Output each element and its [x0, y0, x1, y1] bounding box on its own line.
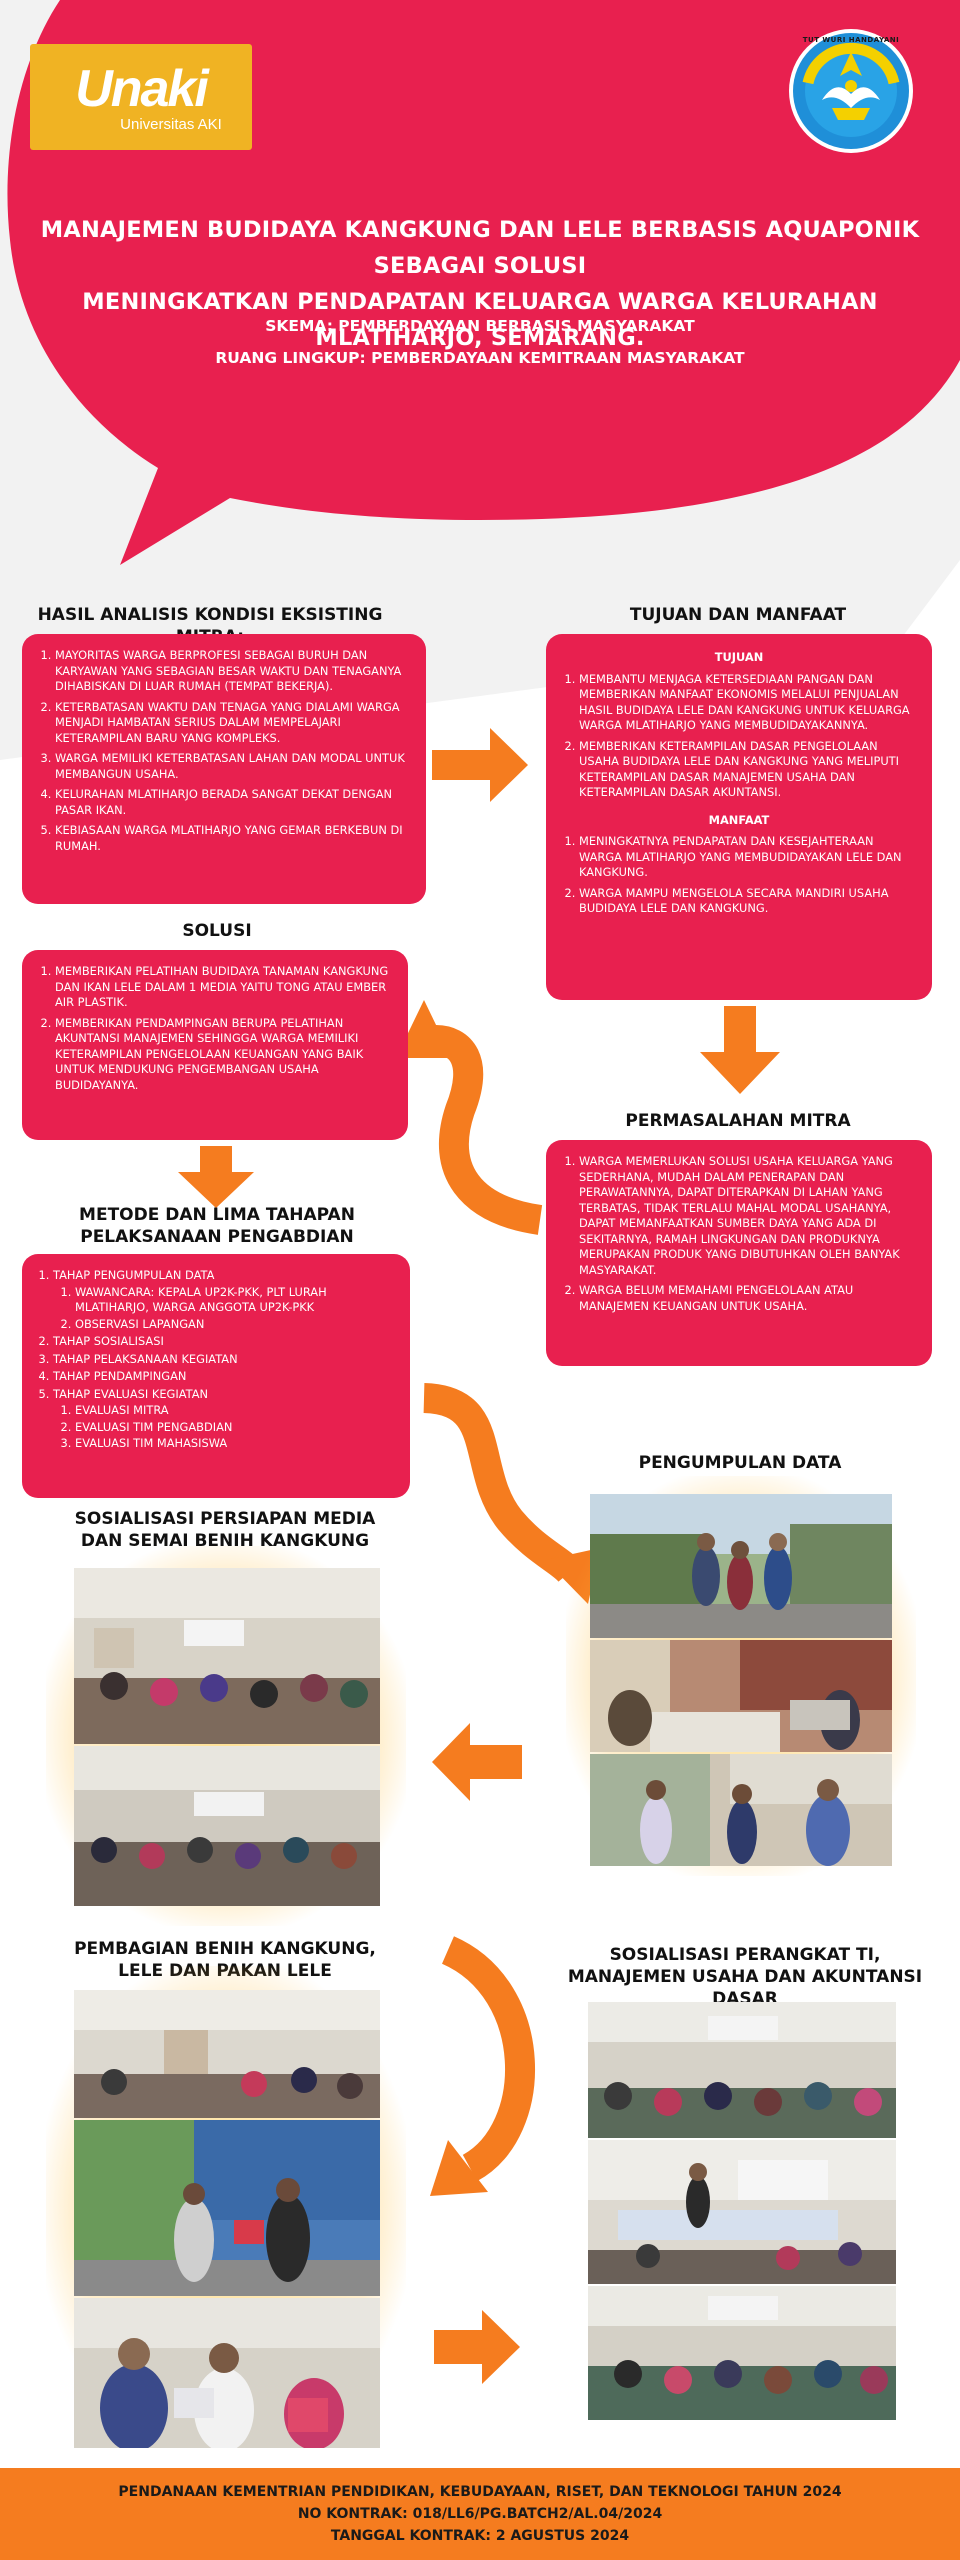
list-item: MEMBERIKAN KETERAMPILAN DASAR PENGELOLAA…	[579, 739, 916, 801]
solusi-heading: SOLUSI	[182, 921, 252, 941]
arrow-right-icon	[434, 2310, 520, 2384]
footer-contract-date: TANGGAL KONTRAK: 2 AGUSTUS 2024	[330, 2528, 630, 2544]
perangkat-photo-1	[588, 2002, 896, 2138]
metode-card: TAHAP PENGUMPULAN DATA WAWANCARA: KEPALA…	[22, 1254, 410, 1498]
list-item: WARGA MEMILIKI KETERBATASAN LAHAN DAN MO…	[55, 751, 410, 782]
perangkat-photo-3	[588, 2286, 896, 2420]
metode-steps: TAHAP PENGUMPULAN DATA WAWANCARA: KEPALA…	[38, 1268, 394, 1452]
arrow-left-icon	[432, 1723, 522, 1801]
metode-heading: METODE DAN LIMA TAHAPAN PELAKSANAAN PENG…	[20, 1204, 414, 1248]
sub-step-item: WAWANCARA: KEPALA UP2K-PKK, PLT LURAH ML…	[75, 1285, 394, 1316]
step-item: TAHAP PELAKSANAAN KEGIATAN	[53, 1352, 394, 1368]
list-item: MEMBERIKAN PENDAMPINGAN BERUPA PELATIHAN…	[55, 1016, 392, 1094]
pembagian-heading-line-1: PEMBAGIAN BENIH KANGKUNG,	[74, 1939, 376, 1959]
list-item: MAYORITAS WARGA BERPROFESI SEBAGAI BURUH…	[55, 648, 410, 695]
emblem-motto: TUT WURI HANDAYANI	[802, 36, 900, 44]
perangkat-heading-line-1: SOSIALISASI PERANGKAT TI,	[609, 1945, 881, 1965]
arrow-down-icon	[700, 1006, 780, 1094]
step-item: TAHAP SOSIALISASI	[53, 1334, 394, 1350]
funding-footer: PENDANAAN KEMENTRIAN PENDIDIKAN, KEBUDAY…	[0, 2468, 960, 2560]
curved-arrow-icon	[441, 1936, 535, 2182]
scheme-label: SKEMA: PEMBERDAYAAN BERBASIS MASYARAKAT	[265, 317, 695, 335]
permasalahan-heading: PERMASALAHAN MITRA	[625, 1111, 851, 1131]
pengumpulan-photo-2	[590, 1640, 892, 1752]
pembagian-photo-3	[74, 2298, 380, 2448]
scheme-info: SKEMA: PEMBERDAYAAN BERBASIS MASYARAKAT …	[80, 310, 880, 374]
step-label: TAHAP EVALUASI KEGIATAN	[53, 1386, 209, 1401]
manfaat-list: MENINGKATNYA PENDAPATAN DAN KESEJAHTERAA…	[562, 834, 916, 917]
title-line-1: MANAJEMEN BUDIDAYA KANGKUNG DAN LELE BER…	[40, 217, 920, 279]
title-line-2: MENINGKATKAN PENDAPATAN KELUARGA WARGA K…	[82, 289, 878, 351]
curved-arrow-icon	[422, 1383, 582, 1583]
list-item: KETERBATASAN WAKTU DAN TENAGA YANG DIALA…	[55, 700, 410, 747]
sosialisasi-photo-2	[74, 1746, 380, 1906]
permasalahan-card: WARGA MEMERLUKAN SOLUSI USAHA KELUARGA Y…	[546, 1140, 932, 1366]
metode-heading-line-1: METODE DAN LIMA TAHAPAN	[79, 1205, 355, 1225]
manfaat-subheading: MANFAAT	[708, 812, 770, 827]
unaki-logo: Unaki Universitas AKI	[30, 44, 252, 150]
solusi-card: MEMBERIKAN PELATIHAN BUDIDAYA TANAMAN KA…	[22, 950, 408, 1140]
perangkat-heading: SOSIALISASI PERANGKAT TI, MANAJEMEN USAH…	[540, 1944, 950, 2010]
solusi-list: MEMBERIKAN PELATIHAN BUDIDAYA TANAMAN KA…	[38, 964, 392, 1093]
footer-funding: PENDANAAN KEMENTRIAN PENDIDIKAN, KEBUDAY…	[118, 2484, 842, 2500]
step-item: TAHAP PENGUMPULAN DATA WAWANCARA: KEPALA…	[53, 1268, 394, 1332]
logo-name: Unaki	[75, 59, 209, 118]
analisis-list: MAYORITAS WARGA BERPROFESI SEBAGAI BURUH…	[38, 648, 410, 854]
sosialisasi-heading-line-1: SOSIALISASI PERSIAPAN MEDIA	[74, 1509, 376, 1529]
pengumpulan-heading: PENGUMPULAN DATA	[638, 1453, 842, 1473]
permasalahan-list: WARGA MEMERLUKAN SOLUSI USAHA KELUARGA Y…	[562, 1154, 916, 1314]
list-item: MENINGKATNYA PENDAPATAN DAN KESEJAHTERAA…	[579, 834, 916, 881]
sub-step-item: EVALUASI TIM PENGABDIAN	[75, 1420, 394, 1436]
list-item: MEMBERIKAN PELATIHAN BUDIDAYA TANAMAN KA…	[55, 964, 392, 1011]
list-item: KELURAHAN MLATIHARJO BERADA SANGAT DEKAT…	[55, 787, 410, 818]
tujuan-card: TUJUAN MEMBANTU MENJAGA KETERSEDIAAN PAN…	[546, 634, 932, 1000]
tujuan-subheading: TUJUAN	[714, 650, 764, 664]
arrow-right-icon	[432, 728, 528, 802]
sub-step-item: EVALUASI TIM MAHASISWA	[75, 1436, 394, 1452]
pembagian-photo-2	[74, 2120, 380, 2296]
step-label: TAHAP PENGUMPULAN DATA	[53, 1268, 215, 1282]
tujuan-heading: TUJUAN DAN MANFAAT	[629, 605, 847, 625]
tujuan-list: MEMBANTU MENJAGA KETERSEDIAAN PANGAN DAN…	[562, 672, 916, 801]
logo-subtitle: Universitas AKI	[120, 115, 222, 133]
list-item: WARGA MEMERLUKAN SOLUSI USAHA KELUARGA Y…	[579, 1154, 916, 1278]
tut-wuri-handayani-emblem-icon	[789, 29, 913, 153]
footer-contract-number: NO KONTRAK: 018/LL6/PG.BATCH2/AL.04/2024	[297, 2506, 663, 2522]
scope-label: RUANG LINGKUP: PEMBERDAYAAN KEMITRAAN MA…	[215, 349, 745, 367]
pembagian-photo-1	[74, 1990, 380, 2118]
list-item: MEMBANTU MENJAGA KETERSEDIAAN PANGAN DAN…	[579, 672, 916, 734]
sub-step-item: OBSERVASI LAPANGAN	[75, 1317, 394, 1333]
list-item: WARGA BELUM MEMAHAMI PENGELOLAAN ATAU MA…	[579, 1283, 916, 1314]
analisis-card: MAYORITAS WARGA BERPROFESI SEBAGAI BURUH…	[22, 634, 426, 904]
sosialisasi-photo-1	[74, 1568, 380, 1744]
step-item: TAHAP EVALUASI KEGIATAN EVALUASI MITRA E…	[53, 1387, 394, 1452]
list-item: KEBIASAAN WARGA MLATIHARJO YANG GEMAR BE…	[55, 823, 410, 854]
curved-arrow-icon	[434, 1025, 543, 1235]
sub-step-item: EVALUASI MITRA	[75, 1403, 394, 1419]
metode-heading-line-2: PELAKSANAAN PENGABDIAN	[80, 1227, 354, 1247]
pengumpulan-photo-3	[590, 1754, 892, 1866]
perangkat-photo-2	[588, 2140, 896, 2284]
arrow-down-icon	[178, 1146, 254, 1208]
step-item: TAHAP PENDAMPINGAN	[53, 1369, 394, 1385]
page-title: MANAJEMEN BUDIDAYA KANGKUNG DAN LELE BER…	[40, 212, 920, 356]
pengumpulan-photo-1	[590, 1494, 892, 1638]
list-item: WARGA MAMPU MENGELOLA SECARA MANDIRI USA…	[579, 886, 916, 917]
